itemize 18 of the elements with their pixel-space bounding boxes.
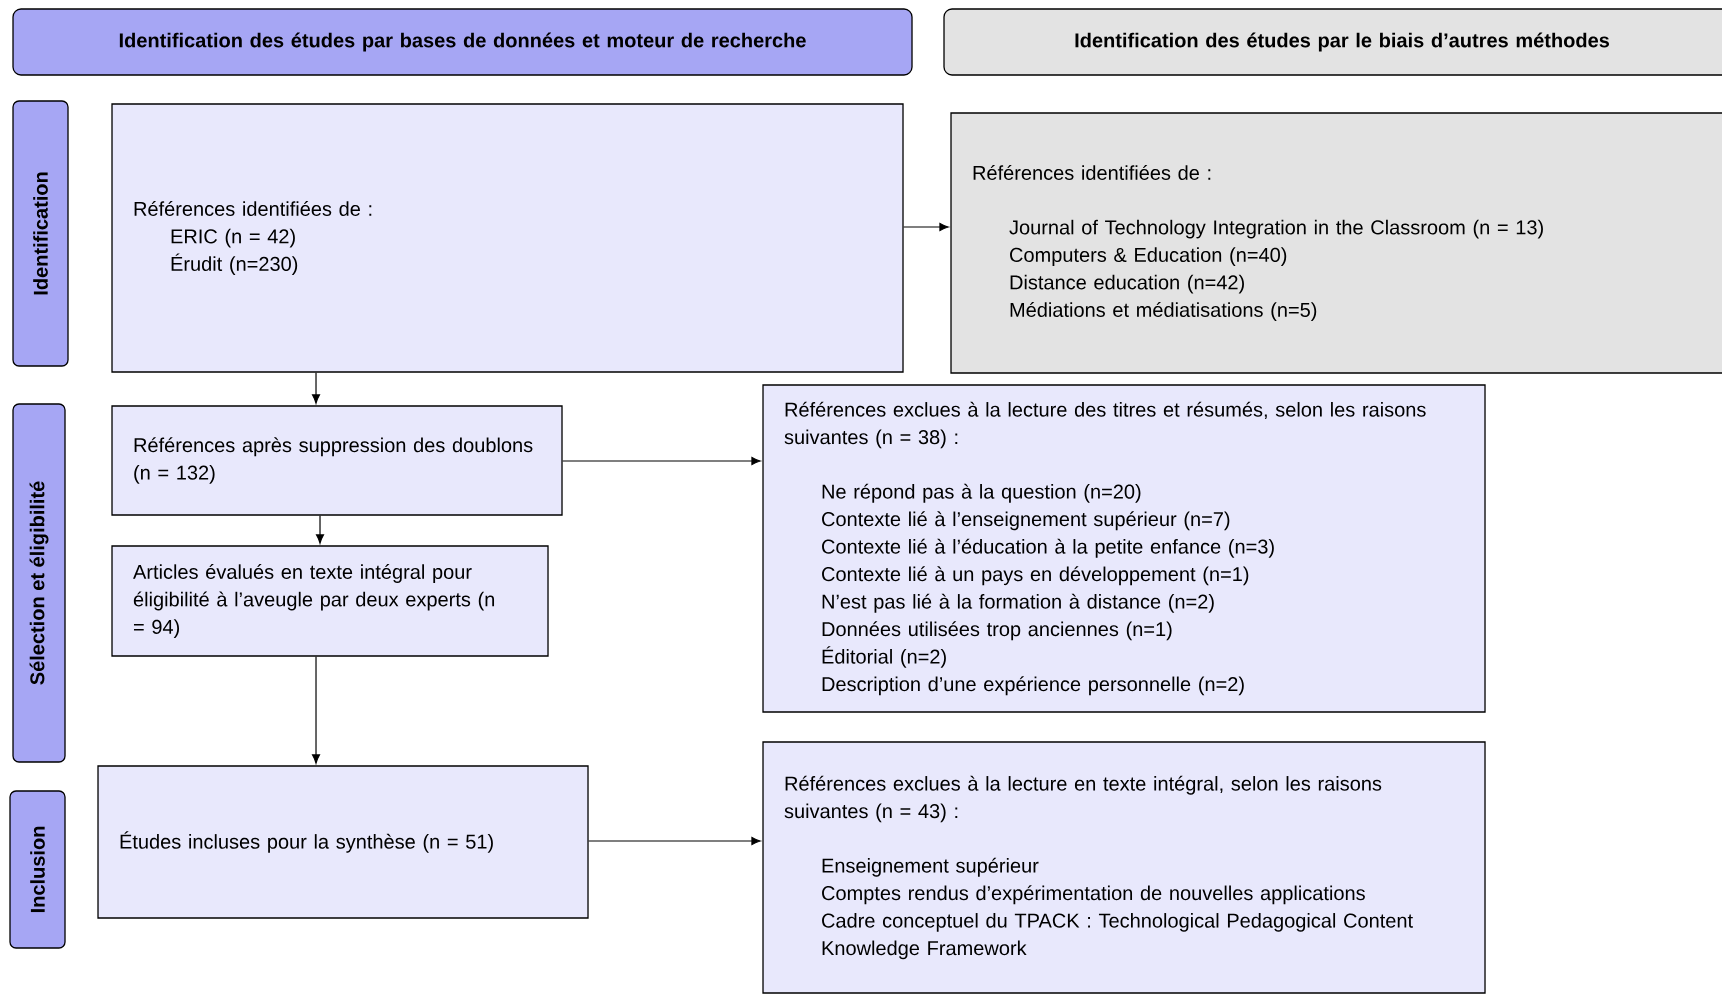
process-box: Références après suppression des doublons (n = 132)	[111, 405, 563, 516]
process-box: Articles évalués en texte intégral pour éligibilité à l’aveugle par deux experts (n = 94)	[111, 545, 549, 657]
process-box: Références identifiées de : Journal of Technology Integration in the Classroom (n = 13) Computers & Education (n=40) Distance education (n=42) Médiations et médiatisations (n=5)	[950, 112, 1722, 374]
phase-band: Inclusion	[9, 790, 66, 949]
exclusion-box: Références exclues à la lecture des titres et résumés, selon les raisons suivantes (n = 38) : Ne répond pas à la question (n=20) Contexte lié à l’enseignement supérieur (n=7) Contexte lié à l’éducation à la petite enfance (n=3) Contexte lié à un pays en développement (n=1) N’est pas lié à la formation à distance (n=2) Données utilisées trop anciennes (n=1) Éditorial (n=2) Description d’une expérience personnelle (n=2)	[762, 384, 1486, 713]
arrow	[903, 223, 949, 231]
section-header: Identification des études par bases de données et moteur de recherche	[12, 8, 913, 76]
arrow	[316, 515, 325, 544]
arrow	[312, 656, 321, 764]
phase-band: Identification	[12, 100, 69, 367]
process-box: Études incluses pour la synthèse (n = 51)	[97, 765, 589, 919]
arrow	[562, 457, 761, 465]
section-header: Identification des études par le biais d’autres méthodes	[943, 8, 1722, 76]
process-box: Références identifiées de : ERIC (n = 42) Érudit (n=230)	[111, 103, 904, 373]
exclusion-box: Références exclues à la lecture en texte intégral, selon les raisons suivantes (n = 43) : Enseignement supérieur Comptes rendus d’expérimentation de nouvelles applications Cadre conceptuel du TPACK : Technological Pedagogical Content Knowledge Framework	[762, 741, 1486, 994]
arrow	[588, 837, 761, 845]
phase-band: Sélection et éligibilité	[12, 403, 66, 763]
arrow	[312, 372, 321, 404]
